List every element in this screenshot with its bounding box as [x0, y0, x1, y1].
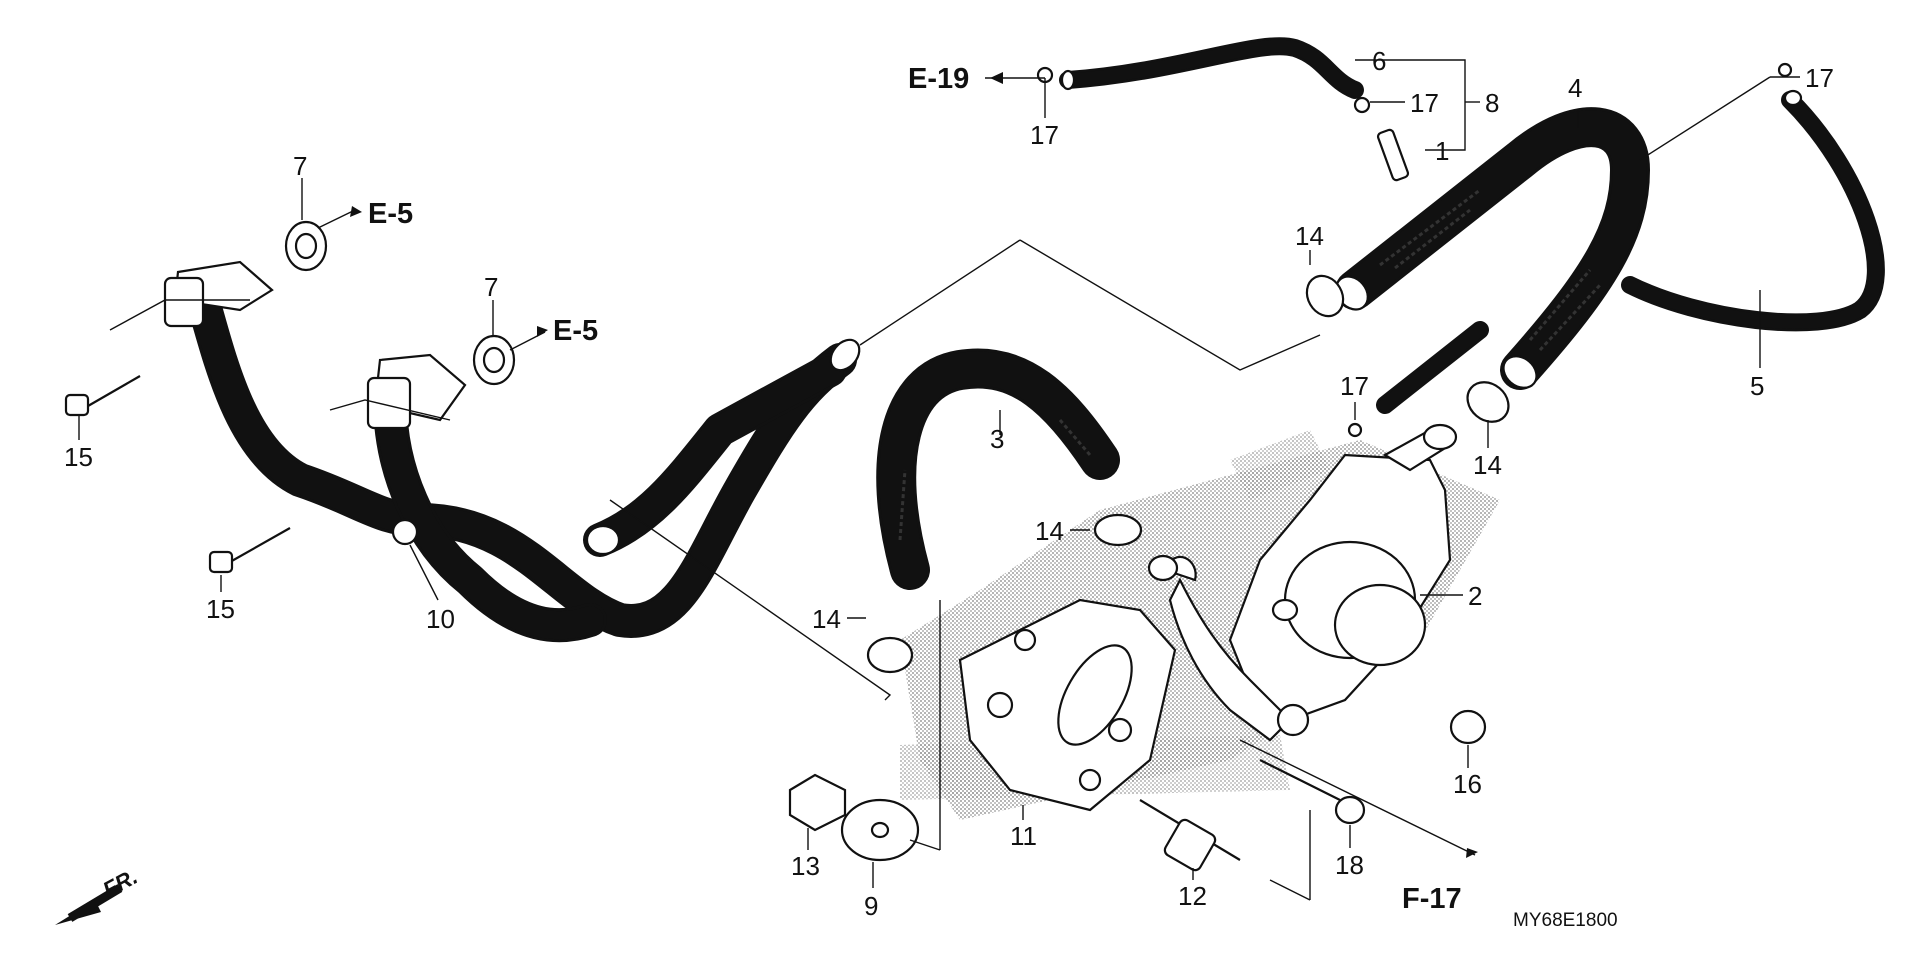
callout-10: 10: [426, 604, 455, 634]
callout-13: 13: [791, 851, 820, 881]
callout-14b: 14: [1473, 450, 1502, 480]
callout-15b: 15: [206, 594, 235, 624]
callout-17a: 17: [1030, 120, 1059, 150]
callout-5: 5: [1750, 371, 1764, 401]
plate-11[interactable]: [958, 598, 1177, 812]
ref-e5-mid[interactable]: E-5: [553, 315, 598, 347]
callout-8: 8: [1485, 88, 1499, 118]
ref-f17[interactable]: F-17: [1402, 883, 1462, 915]
callout-3: 3: [990, 424, 1004, 454]
collar-13[interactable]: [788, 773, 847, 832]
callout-4: 4: [1568, 73, 1582, 103]
bolt-15[interactable]: [64, 375, 291, 574]
diagram-code: MY68E1800: [1513, 910, 1618, 931]
hose-3[interactable]: [876, 348, 1120, 590]
callout-7b: 7: [484, 272, 498, 302]
callout-16: 16: [1453, 769, 1482, 799]
bolt-18[interactable]: [1259, 759, 1366, 825]
callout-14a: 14: [1295, 221, 1324, 251]
callout-14c: 14: [1035, 516, 1064, 546]
callout-18: 18: [1335, 850, 1364, 880]
hose-6[interactable]: [1059, 37, 1364, 99]
ref-e5-top[interactable]: E-5: [368, 198, 413, 230]
nut-16[interactable]: [1449, 709, 1487, 745]
callout-7a: 7: [293, 151, 307, 181]
grommet-9[interactable]: [840, 798, 920, 862]
callout-14d: 14: [812, 604, 841, 634]
callout-15a: 15: [64, 442, 93, 472]
ref-arrows: [55, 72, 1478, 925]
callout-1: 1: [1435, 136, 1449, 166]
callout-9: 9: [864, 891, 878, 921]
leader-lines: [78, 59, 1800, 901]
ref-e19[interactable]: E-19: [908, 63, 969, 95]
nipple-1[interactable]: [1376, 128, 1410, 182]
callout-11: 11: [1010, 821, 1037, 851]
callout-12: 12: [1178, 881, 1207, 911]
pipe-10[interactable]: [163, 260, 865, 643]
hose-5[interactable]: [1621, 89, 1885, 332]
pump-2[interactable]: [1147, 423, 1458, 742]
hose-4[interactable]: [1330, 107, 1650, 394]
bolt-12[interactable]: [1139, 799, 1241, 872]
callout-17b: 17: [1410, 88, 1439, 118]
washer-7[interactable]: [284, 220, 516, 386]
clamp-14[interactable]: [866, 269, 1516, 674]
callout-6: 6: [1372, 46, 1386, 76]
callout-2: 2: [1468, 581, 1482, 611]
callout-17c: 17: [1805, 63, 1834, 93]
callout-17d: 17: [1340, 371, 1369, 401]
hose-small[interactable]: [1376, 321, 1489, 414]
